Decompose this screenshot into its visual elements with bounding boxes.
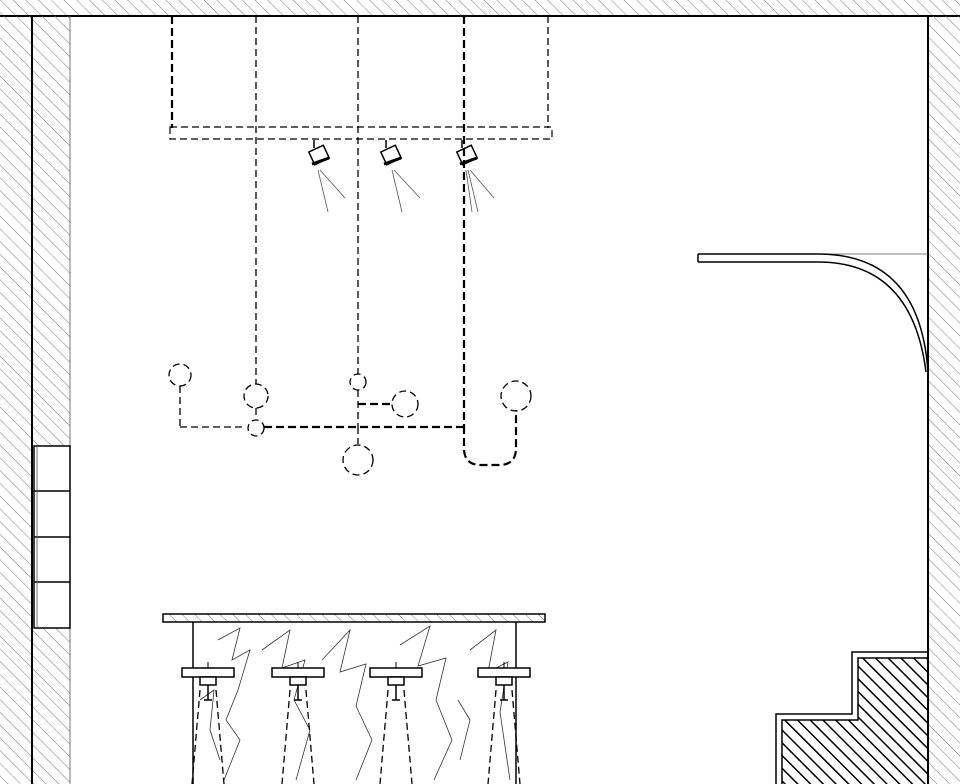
staircase [775,651,928,784]
ceiling-hatch [0,0,960,17]
spotlight-2 [379,140,421,213]
curved-partition [697,253,929,373]
track-light-rail [169,16,553,140]
wall-hatch-left [0,16,71,784]
bar-stool-4 [477,662,531,784]
bar-stool-1 [181,662,235,784]
bar-stool-3 [369,662,423,784]
wall-shelf [33,445,71,629]
spotlight-3 [455,140,495,213]
wall-hatch-right [927,16,960,784]
pendant-globe-cluster [168,16,532,476]
spotlight-1 [307,140,346,213]
bar-stool-2 [271,662,325,784]
marble-bar-counter [162,613,546,784]
